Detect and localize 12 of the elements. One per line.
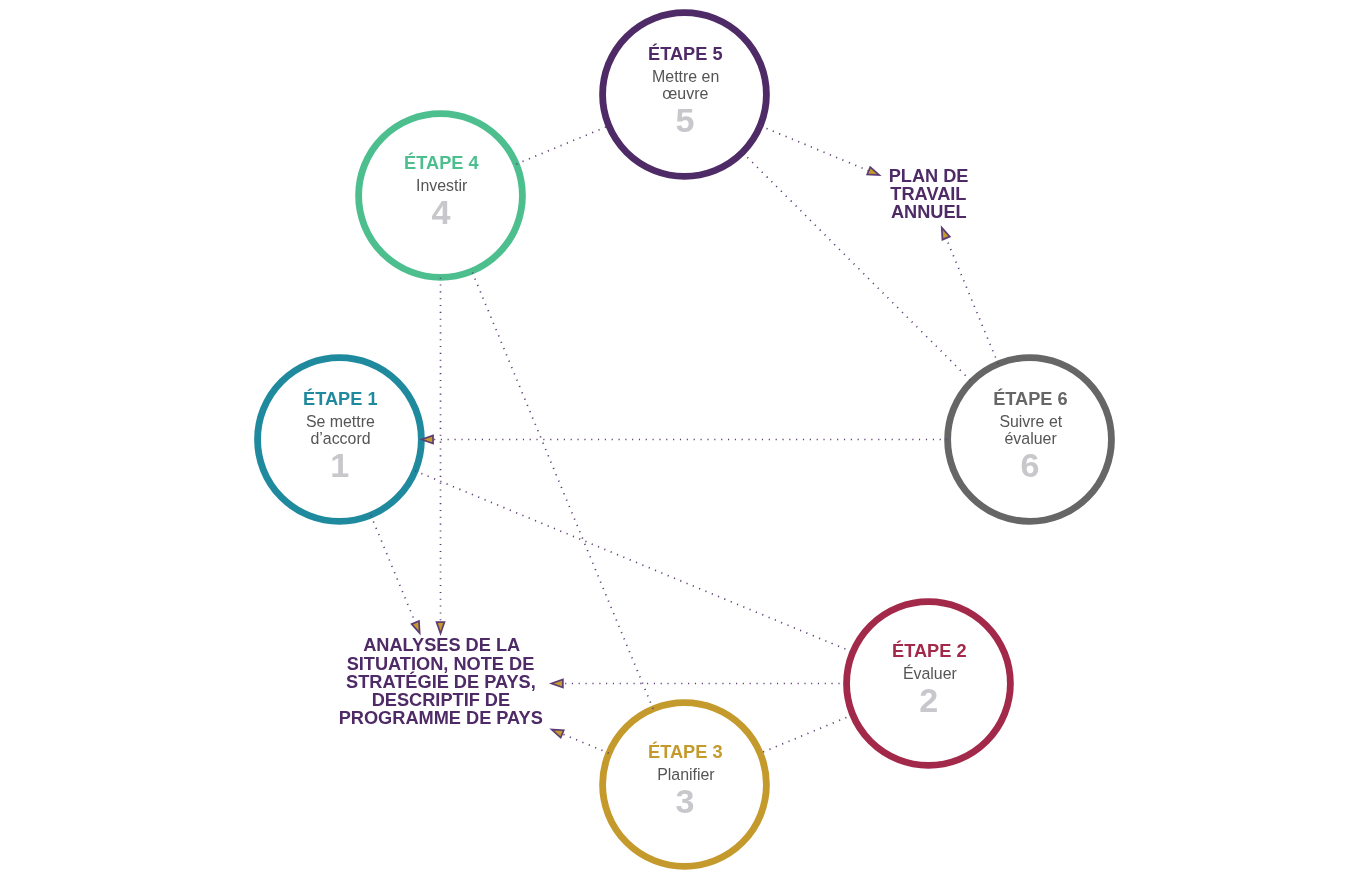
arrow	[759, 125, 882, 177]
arrow	[940, 225, 999, 365]
arrow	[435, 276, 446, 636]
arrow	[370, 514, 421, 636]
connector	[471, 270, 654, 710]
arrow	[419, 434, 949, 445]
node-text: PLAN DE TRAVAIL ANNUEL	[888, 165, 969, 223]
connector	[414, 470, 854, 653]
node-text: ANALYSES DE LA SITUATION, NOTE DE STRATÉGIE DE PAYS, DESCRIPTIF DE PROGRAMME DE PAYS	[338, 635, 543, 729]
arrow	[549, 728, 610, 754]
arrow	[548, 678, 848, 689]
connector	[741, 151, 973, 383]
